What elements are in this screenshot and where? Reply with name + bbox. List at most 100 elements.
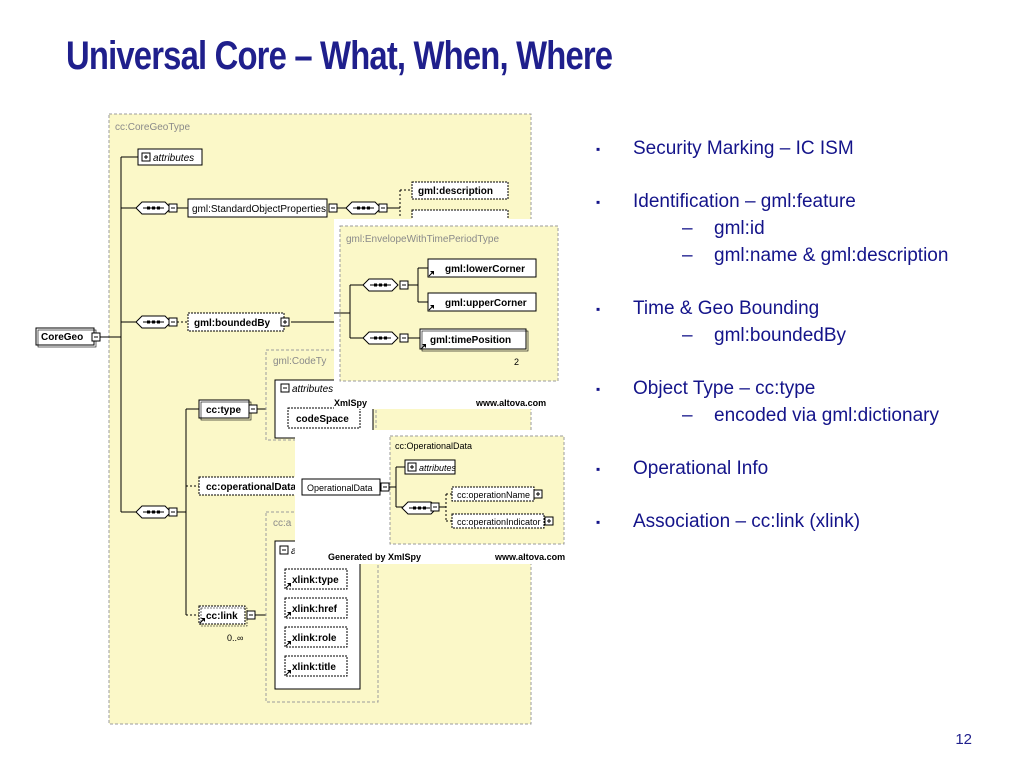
gml-upper-corner-label: gml:upperCorner: [445, 298, 527, 309]
slide-title: Universal Core – What, When, Where: [66, 34, 613, 78]
sequence-compositor-icon: [345, 201, 382, 215]
xlink-type-node[interactable]: xlink:type: [284, 568, 348, 590]
sub-bullet-gml-id: – gml:id: [633, 215, 1016, 242]
sequence-compositor-icon: [135, 505, 172, 519]
collapse-icon: [248, 404, 258, 414]
xlink-title-label: xlink:title: [292, 662, 336, 673]
gml-bounded-by-label: gml:boundedBy: [194, 318, 271, 329]
page-number: 12: [955, 731, 972, 748]
collapse-icon: [246, 610, 256, 620]
sub-bullet-encoded: – encoded via gml:dictionary: [633, 402, 1016, 429]
gml-bounded-by-node[interactable]: gml:boundedBy: [187, 312, 290, 332]
cc-operation-indicator-node[interactable]: cc:operationIndicator: [451, 513, 554, 529]
core-geo-type-header: cc:CoreGeoType: [115, 122, 190, 133]
bullet-marker: ▪: [596, 382, 601, 396]
code-type-header: gml:CodeTy: [273, 356, 326, 367]
cc-operational-data-node[interactable]: cc:operationalData: [198, 476, 300, 496]
dash-marker: –: [682, 325, 693, 346]
operational-generated: Generated by XmlSpy: [328, 552, 421, 562]
dash-marker: –: [682, 245, 693, 266]
collapse-icon: [328, 203, 338, 213]
xlink-title-node[interactable]: xlink:title: [284, 655, 348, 677]
expand-icon: [280, 317, 290, 327]
collapse-icon: [399, 333, 409, 343]
attributes-node[interactable]: attributes: [137, 148, 203, 166]
operational-attributes-label: attributes: [419, 463, 457, 473]
collapse-icon: [380, 482, 390, 492]
gml-upper-corner-node[interactable]: gml:upperCorner: [427, 292, 537, 312]
link-type-header: cc:a: [273, 518, 292, 529]
envelope-url: www.altova.com: [475, 398, 546, 408]
gml-lower-corner-node[interactable]: gml:lowerCorner: [427, 258, 537, 278]
collapse-icon: [280, 383, 290, 393]
sequence-compositor-icon: [362, 331, 399, 345]
core-geo-label: CoreGeo: [41, 332, 83, 343]
cc-link-label: cc:link: [206, 611, 238, 622]
bullet-text: Operational Info: [633, 458, 769, 479]
sub-bullet-text: gml:id: [714, 218, 765, 239]
bullet-list: ▪ Security Marking – IC ISM ▪ Identifica…: [596, 136, 1016, 562]
xlink-href-label: xlink:href: [292, 604, 338, 615]
bullet-marker: ▪: [596, 515, 601, 529]
bullet-security-marking: ▪ Security Marking – IC ISM: [596, 136, 1016, 162]
sequence-compositor-icon: [362, 278, 399, 292]
core-geo-type-panel: cc:CoreGeoType CoreGeo attributes gml:St…: [35, 113, 532, 725]
cc-type-label: cc:type: [206, 405, 241, 416]
gml-description-node[interactable]: gml:description: [411, 181, 509, 200]
bullet-text: Security Marking – IC ISM: [633, 138, 854, 159]
bullet-marker: ▪: [596, 195, 601, 209]
link-type-attr-label: a: [291, 546, 297, 557]
envelope-header: gml:EnvelopeWithTimePeriodType: [346, 234, 499, 245]
xlink-href-node[interactable]: xlink:href: [284, 597, 348, 619]
bullet-identification: ▪ Identification – gml:feature – gml:id …: [596, 189, 1016, 269]
collapse-icon: [168, 203, 178, 213]
cc-link-node[interactable]: cc:link: [198, 605, 256, 627]
operational-data-root-node[interactable]: OperationalData: [301, 478, 390, 496]
standard-object-properties-label: gml:StandardObjectProperties: [192, 204, 326, 215]
link-type-panel: cc:a a xlink:type xlink:href xlink:role: [265, 511, 379, 703]
xlink-type-label: xlink:type: [292, 575, 339, 586]
cc-operational-data-label: cc:operationalData: [206, 482, 296, 493]
bullet-marker: ▪: [596, 462, 601, 476]
operational-attributes-node[interactable]: attributes: [404, 459, 457, 475]
xlink-role-label: xlink:role: [292, 633, 337, 644]
code-type-attributes-label: attributes: [292, 384, 333, 395]
cc-operation-name-node[interactable]: cc:operationName: [451, 486, 543, 502]
code-space-node[interactable]: codeSpace: [287, 407, 361, 429]
bullet-text: Time & Geo Bounding: [633, 298, 820, 319]
bullet-time-geo: ▪ Time & Geo Bounding – gml:boundedBy: [596, 296, 1016, 349]
operational-header: cc:OperationalData: [395, 441, 472, 451]
collapse-icon: [430, 502, 440, 512]
time-position-occurs: 2: [514, 357, 519, 367]
sequence-compositor-icon: [135, 201, 172, 215]
code-space-label: codeSpace: [296, 414, 349, 425]
bullet-text: Object Type – cc:type: [633, 378, 816, 399]
cc-link-occurs: 0..∞: [227, 633, 243, 643]
standard-object-properties-node[interactable]: gml:StandardObjectProperties: [187, 198, 338, 218]
xlink-role-node[interactable]: xlink:role: [284, 626, 348, 648]
cc-type-node[interactable]: cc:type: [198, 399, 258, 421]
dash-marker: –: [682, 218, 693, 239]
expand-icon: [544, 516, 554, 526]
gml-time-position-label: gml:timePosition: [430, 335, 511, 346]
operational-data-label: OperationalData: [307, 483, 373, 493]
bullet-marker: ▪: [596, 142, 601, 156]
sequence-compositor-icon: [135, 315, 172, 329]
collapse-icon: [399, 280, 409, 290]
collapse-icon: [168, 317, 178, 327]
core-geo-root-node[interactable]: CoreGeo: [35, 327, 101, 348]
sub-bullet-gml-name: – gml:name & gml:description: [633, 242, 1016, 269]
collapse-icon: [279, 545, 289, 555]
cc-operation-indicator-label: cc:operationIndicator: [457, 517, 541, 527]
bullet-marker: ▪: [596, 302, 601, 316]
bullet-text: Identification – gml:feature: [633, 191, 856, 212]
sub-bullet-text: encoded via gml:dictionary: [714, 405, 939, 426]
gml-time-position-node[interactable]: gml:timePosition: [419, 328, 529, 352]
bullet-text: Association – cc:link (xlink): [633, 511, 861, 532]
envelope-generated: XmlSpy: [334, 398, 367, 408]
gml-description-label: gml:description: [418, 186, 493, 197]
envelope-overlay: gml:EnvelopeWithTimePeriodType gml:lower…: [334, 219, 570, 409]
collapse-icon: [91, 332, 101, 342]
expand-icon: [407, 462, 417, 472]
